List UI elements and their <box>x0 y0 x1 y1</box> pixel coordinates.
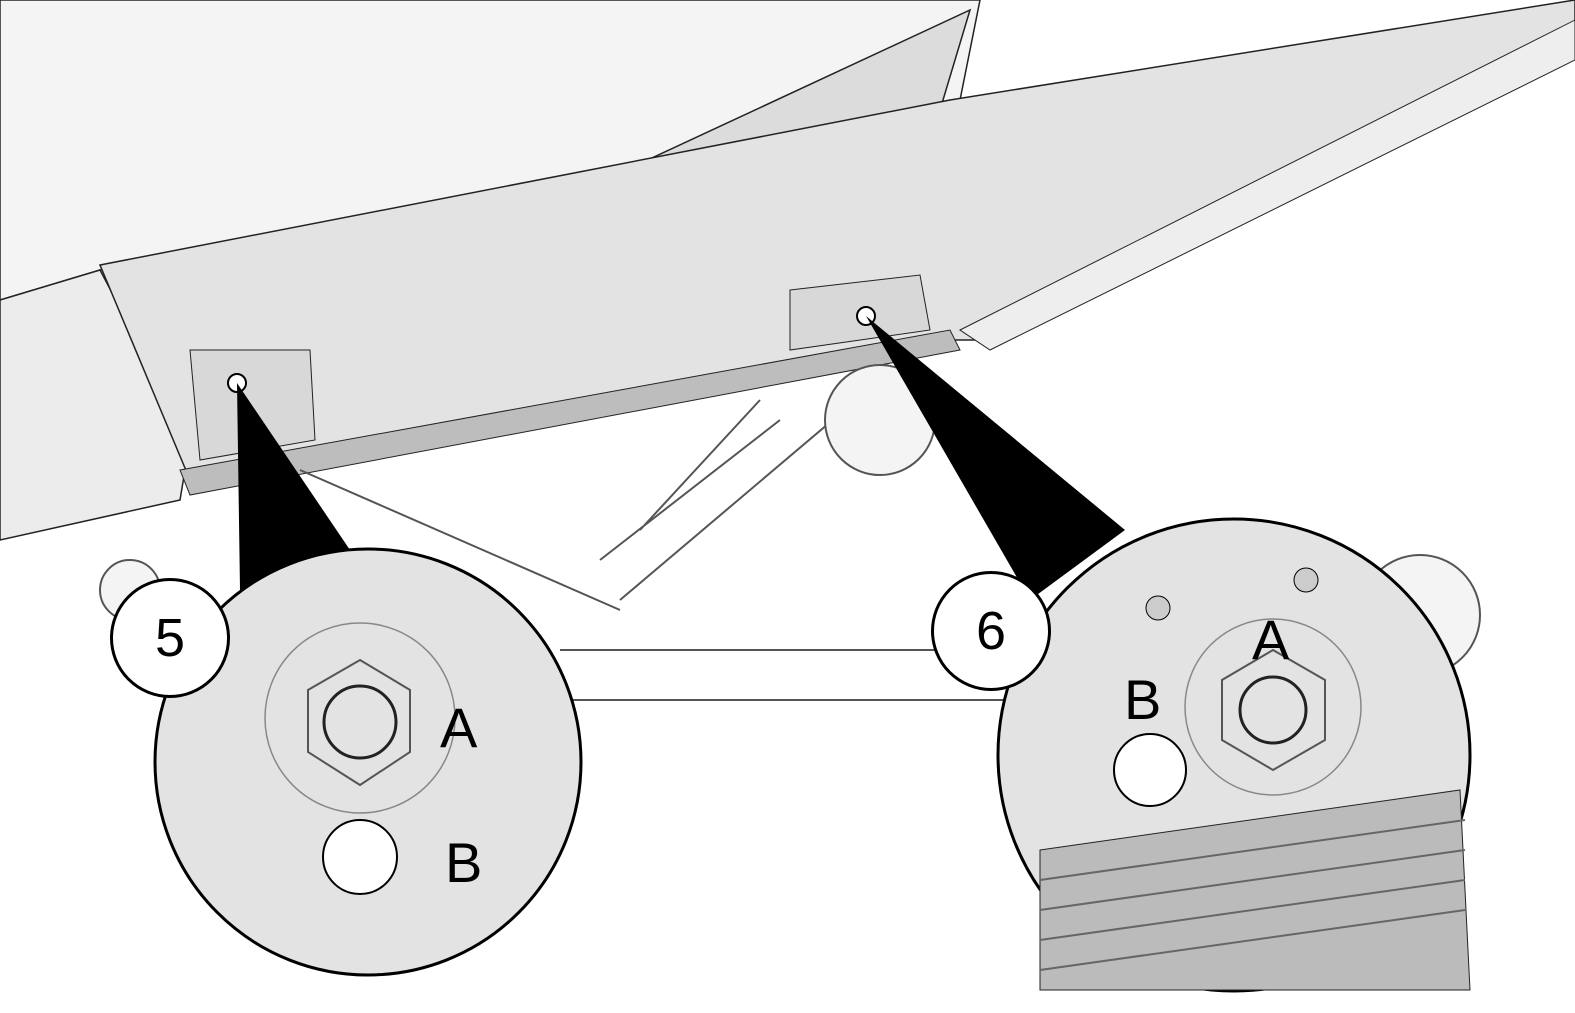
rear-rail <box>959 19 1575 351</box>
label-a-6: A <box>1252 608 1290 671</box>
label-b-6: B <box>1124 668 1162 731</box>
detail-circle-5 <box>153 547 583 977</box>
track-6 <box>1039 789 1471 991</box>
detail-circle-6 <box>996 517 1472 993</box>
callout-pointer-6 <box>866 316 1125 600</box>
mount-plate-left <box>189 349 316 461</box>
label-b-5: B <box>445 831 483 894</box>
callout-number-5: 5 <box>110 578 230 698</box>
callout-pointer-5 <box>237 383 350 590</box>
label-a-5: A <box>440 696 478 759</box>
hole-b-6 <box>1113 733 1187 807</box>
callout-number-6: 6 <box>931 571 1051 691</box>
hole-b-5 <box>322 819 398 895</box>
rail-strip <box>179 329 961 496</box>
